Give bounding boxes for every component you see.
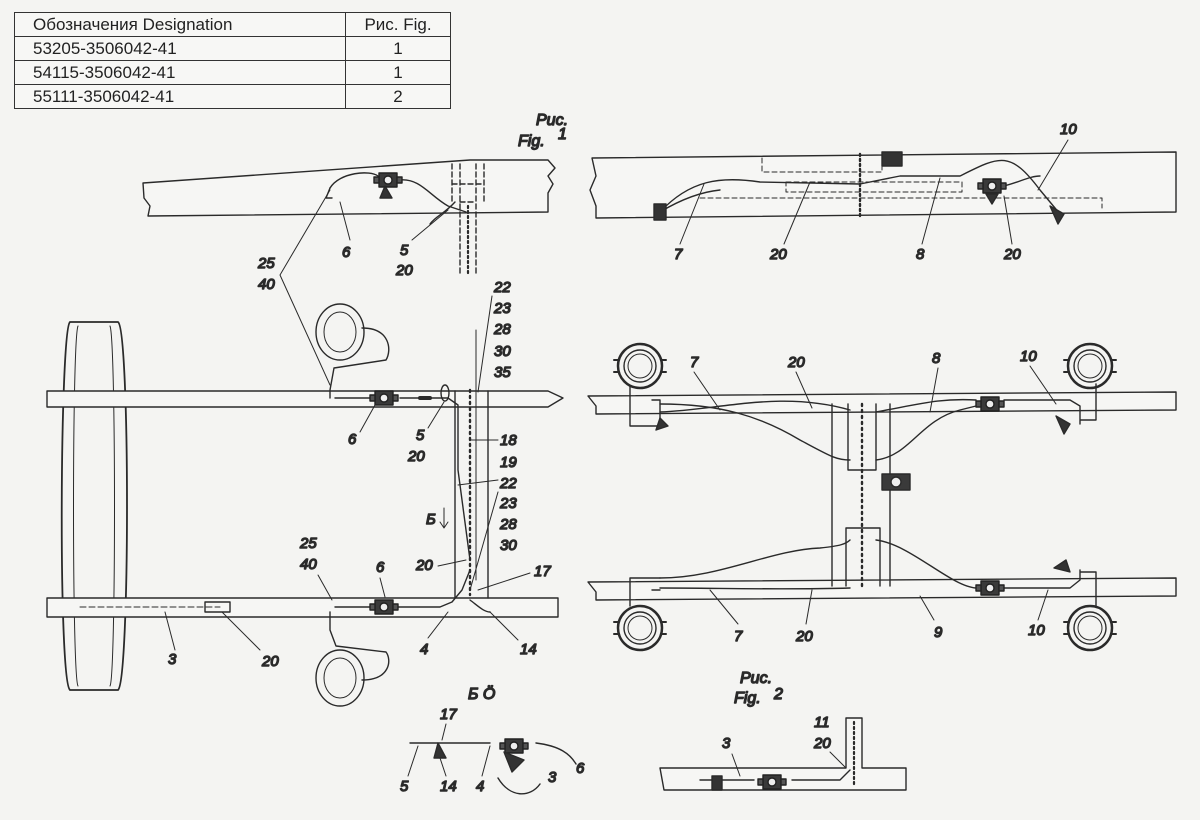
- callout-label: 20: [1003, 246, 1021, 263]
- callout-label: 10: [1060, 121, 1077, 138]
- fig2-detail: [659, 717, 907, 791]
- callout-label: 14: [520, 641, 537, 658]
- callout-label: 4: [476, 778, 484, 795]
- designation-cell: 55111-3506042-41: [14, 84, 346, 109]
- fig2-caption-num: 2: [773, 686, 783, 703]
- callout-label: 6: [342, 244, 351, 261]
- callout-label: 23: [493, 300, 511, 317]
- fig1-side-view: [142, 159, 556, 278]
- callout-label: 3: [722, 735, 731, 752]
- designation-cell: 53205-3506042-41: [14, 36, 346, 61]
- table-header-row: Обозначения Designation Рис. Fig.: [14, 12, 451, 37]
- callout-label: 40: [300, 556, 317, 573]
- callout-label: 40: [258, 276, 275, 293]
- callout-label: 22: [499, 475, 517, 492]
- fig2-caption-ru: Рис.: [740, 670, 772, 687]
- callout-label: 20: [787, 354, 805, 371]
- callout-label: 28: [499, 516, 517, 533]
- callout-label: 8: [916, 246, 925, 263]
- callout-label: 8: [932, 350, 941, 367]
- callout-label: 20: [769, 246, 787, 263]
- callout-label: 6: [576, 760, 585, 777]
- callout-label: 35: [494, 364, 511, 381]
- callout-label: 11: [814, 714, 830, 731]
- figure-header: Рис. Fig.: [345, 12, 451, 37]
- fig1-caption-ru: Рис.: [536, 112, 568, 129]
- fig1-plan-view: [46, 303, 564, 707]
- callout-label: 10: [1020, 348, 1037, 365]
- fig2-side-view: [589, 151, 1177, 225]
- callout-label: 18: [500, 432, 517, 449]
- callout-label: 20: [795, 628, 813, 645]
- callout-label: 17: [534, 563, 551, 580]
- callout-label: 20: [395, 262, 413, 279]
- callout-label: 10: [1028, 622, 1045, 639]
- callout-label: 9: [934, 624, 943, 641]
- callout-label: 5: [400, 778, 409, 795]
- table-row: 55111-3506042-41 2: [14, 84, 451, 109]
- callout-label: 25: [257, 255, 275, 272]
- callout-label: 6: [348, 431, 357, 448]
- callout-label: 6: [376, 559, 385, 576]
- designation-header: Обозначения Designation: [14, 12, 346, 37]
- callout-label: 20: [261, 653, 279, 670]
- callout-label: 7: [674, 246, 683, 263]
- callout-label: 22: [493, 279, 511, 296]
- fig1-caption-num: 1: [558, 126, 567, 143]
- callout-label: 23: [499, 495, 517, 512]
- callout-label: 30: [500, 537, 517, 554]
- callout-label: 5: [400, 242, 409, 259]
- callout-label: 4: [420, 641, 428, 658]
- callout-label: 3: [168, 651, 177, 668]
- callout-label: 7: [690, 354, 699, 371]
- callout-label: 25: [299, 535, 317, 552]
- fig2-plan-view: [587, 342, 1177, 652]
- view-b-title: Б Ö: [468, 685, 495, 703]
- callout-label: 20: [415, 557, 433, 574]
- view-b-arrow-label: Б: [426, 511, 436, 528]
- callout-label: 19: [500, 454, 517, 471]
- callout-label: 17: [440, 706, 457, 723]
- callout-label: 20: [407, 448, 425, 465]
- callout-label: 14: [440, 778, 457, 795]
- designation-table: Обозначения Designation Рис. Fig. 53205-…: [14, 12, 451, 109]
- callout-label: 28: [493, 321, 511, 338]
- callout-label: 30: [494, 343, 511, 360]
- fig2-caption-en: Fig.: [734, 690, 761, 707]
- callout-label: 20: [813, 735, 831, 752]
- callout-label: 5: [416, 427, 425, 444]
- view-b-detail: [409, 738, 577, 795]
- callout-label: 7: [734, 628, 743, 645]
- callout-label: 3: [548, 769, 557, 786]
- figure-cell: 2: [345, 84, 451, 109]
- fig1-caption-en: Fig.: [518, 133, 545, 150]
